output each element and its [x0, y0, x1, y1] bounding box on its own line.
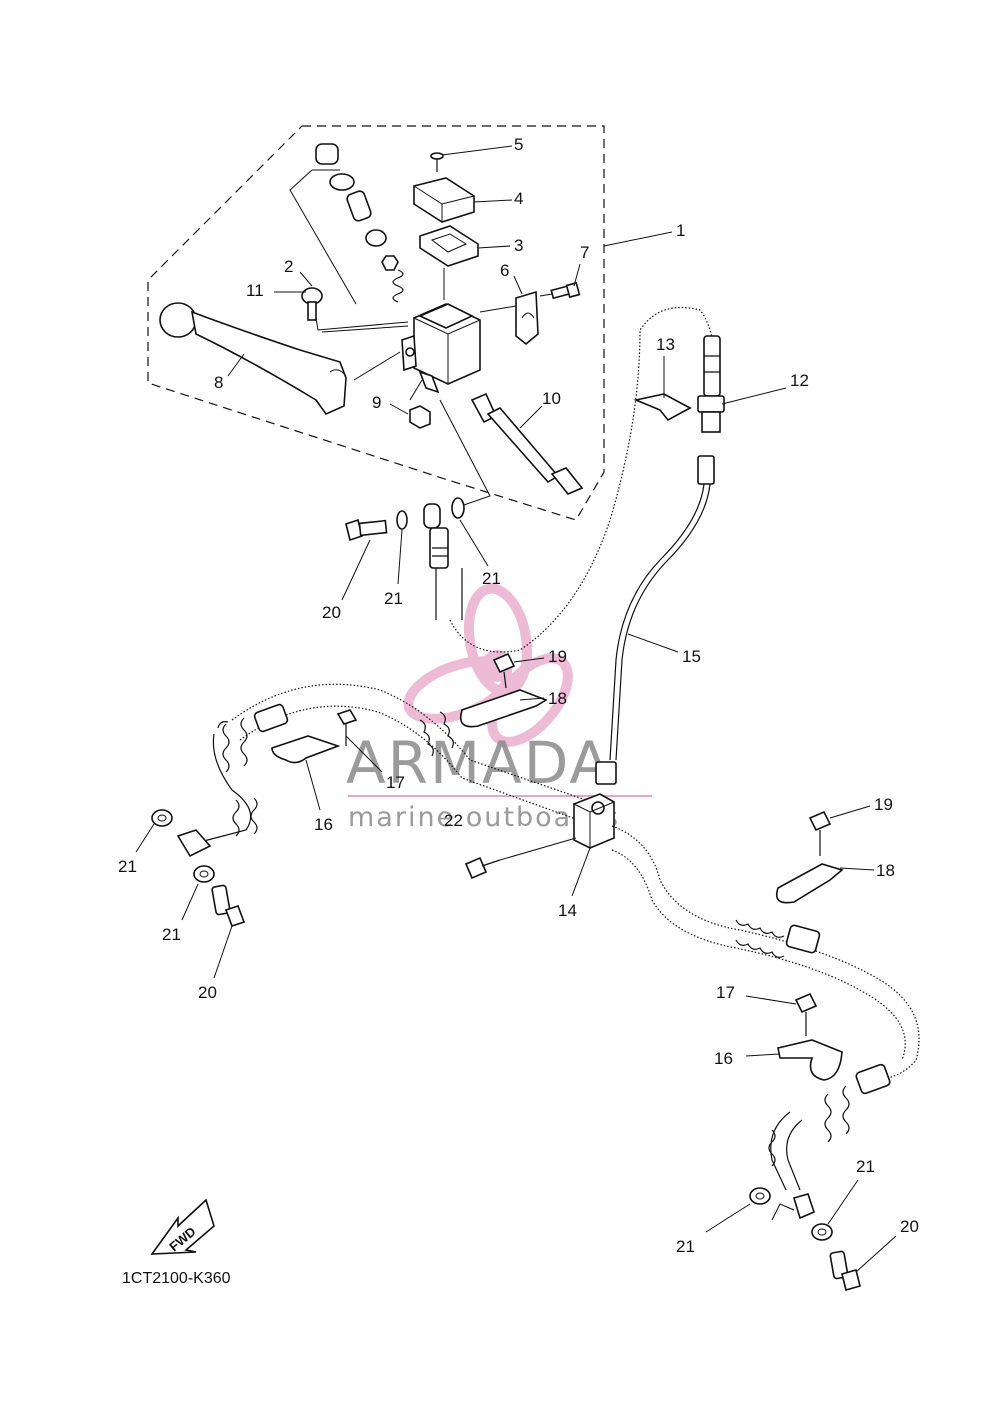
callout-leader-lines — [135, 145, 897, 1273]
right-hose-boot — [735, 919, 821, 958]
callout-16-right: 16 — [714, 1049, 733, 1068]
washer-lower-left-a-part-21 — [151, 809, 173, 827]
bolt-left-part-17 — [336, 709, 358, 746]
callout-19-right: 19 — [874, 795, 893, 814]
washer-upper-right-part-21 — [451, 497, 465, 519]
callout-16-left: 16 — [314, 815, 333, 834]
upper-brake-hose — [449, 306, 717, 653]
union-bolt-upper-part-20 — [345, 518, 388, 542]
callout-7: 7 — [580, 243, 589, 262]
washer-lower-left-b-part-21 — [193, 865, 215, 883]
callout-20-lower-left: 20 — [198, 983, 217, 1002]
clamp-left-part-16 — [271, 735, 341, 764]
callout-10: 10 — [542, 389, 561, 408]
callout-12: 12 — [790, 371, 809, 390]
callout-11: 11 — [246, 281, 264, 300]
callout-21-lower-right-a: 21 — [676, 1237, 695, 1256]
callout-21-upper-left: 21 — [384, 589, 403, 608]
clamp-right-part-16 — [777, 1039, 843, 1081]
diagram-code: 1CT2100-K360 — [122, 1270, 231, 1287]
left-brake-hose — [176, 683, 587, 858]
reservoir-cap-part-4 — [413, 177, 475, 223]
lever-pivot-bolt-part-11 — [301, 287, 409, 331]
callout-6: 6 — [500, 261, 509, 280]
union-bolt-lower-right-part-20 — [829, 1250, 861, 1291]
assembly-leader-lines — [321, 268, 553, 509]
bolt-right-part-17 — [794, 992, 818, 1036]
brake-lever-part-8 — [159, 302, 347, 415]
bolt-upper-part-19 — [492, 652, 516, 689]
callout-17-left: 17 — [386, 773, 405, 792]
callout-17-right: 17 — [716, 983, 735, 1002]
callout-4: 4 — [514, 189, 523, 208]
callout-2: 2 — [284, 257, 293, 276]
brake-joint-part-14 — [573, 793, 615, 849]
bolt-part-7 — [550, 281, 581, 300]
bolt-right-part-19 — [808, 810, 832, 856]
callout-22: 22 — [444, 811, 463, 830]
brake-switch-part-10 — [470, 392, 584, 495]
master-cylinder-body — [401, 303, 481, 394]
brake-pipe-part-15 — [595, 455, 715, 785]
reservoir-cap-screw-part-5 — [430, 152, 444, 172]
right-brake-hose — [611, 825, 920, 1220]
nut-part-9 — [409, 405, 431, 429]
assembly-boundary — [147, 125, 605, 521]
bolt-joint-part-22 — [464, 837, 577, 880]
callout-8: 8 — [214, 373, 223, 392]
callout-18-upper: 18 — [548, 689, 567, 708]
callout-21-upper-right: 21 — [482, 569, 501, 588]
callout-9: 9 — [372, 393, 381, 412]
upper-hose-fitting — [423, 503, 463, 620]
fwd-arrow-icon: FWD — [150, 1198, 215, 1255]
callout-20-upper: 20 — [322, 603, 341, 622]
right-hose-lower-boot — [824, 1063, 891, 1143]
left-hose-boot — [222, 703, 289, 773]
callout-5: 5 — [514, 135, 523, 154]
callout-20-lower-right: 20 — [900, 1217, 919, 1236]
union-bolt-lower-left-part-20 — [211, 884, 246, 928]
washer-lower-right-b-part-21 — [811, 1223, 833, 1241]
diaphragm-part-3 — [419, 225, 479, 267]
callout-18-right: 18 — [876, 861, 895, 880]
callout-14: 14 — [558, 901, 577, 920]
callout-21-lower-left-a: 21 — [118, 857, 137, 876]
callout-1: 1 — [676, 221, 685, 240]
watermark-brand: ARMADA — [346, 729, 611, 797]
washer-upper-left-part-21 — [396, 510, 408, 530]
callout-13: 13 — [656, 335, 675, 354]
callout-21-lower-left-b: 21 — [162, 925, 181, 944]
clamp-upper-part-18 — [459, 689, 548, 728]
clip-part-13 — [633, 393, 692, 422]
callout-3: 3 — [514, 236, 523, 255]
callout-19-upper: 19 — [548, 647, 567, 666]
hose-joint-part-12 — [697, 335, 725, 433]
seal-kit-part-2 — [289, 143, 404, 305]
holder-part-6 — [515, 290, 539, 346]
left-hose-mid-boot — [419, 711, 454, 757]
clamp-right-part-18 — [775, 863, 844, 904]
lower-right-fitting-leader — [771, 1203, 795, 1221]
washer-lower-right-a-part-21 — [749, 1187, 771, 1205]
watermark: ARMADA marine outboards — [346, 583, 652, 833]
callout-labels: 1 2 3 4 5 6 7 8 9 10 11 12 13 14 15 16 1… — [118, 135, 919, 1256]
callout-15: 15 — [682, 647, 701, 666]
callout-21-lower-right-b: 21 — [856, 1157, 875, 1176]
